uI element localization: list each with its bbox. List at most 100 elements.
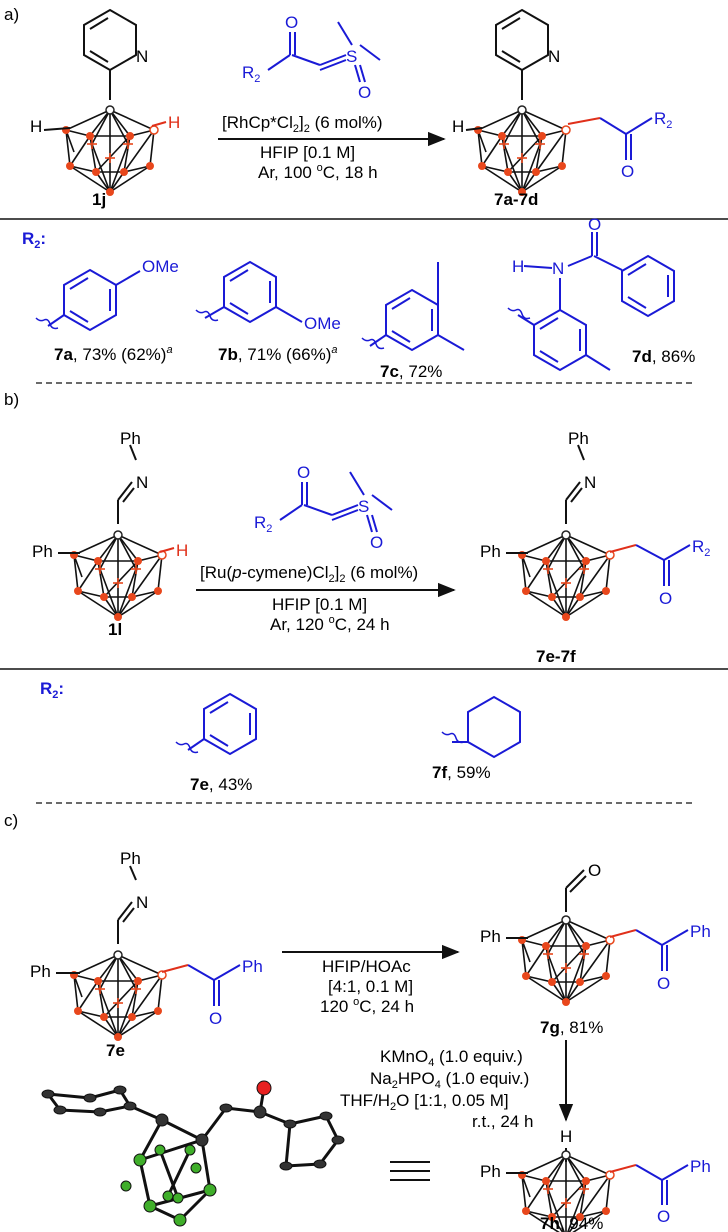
compound-1j-label: 1j	[92, 190, 106, 209]
panel-a: a) N H H 1j O S O R2 [RhCp*Cl2]2 (6 mol%…	[0, 5, 728, 384]
crystal-structure	[41, 1080, 345, 1227]
step2-line4: r.t., 24 h	[472, 1112, 533, 1131]
imine-n-1l: N	[136, 473, 148, 492]
compound-7e-c-label: 7e	[106, 1041, 125, 1060]
carborane-cage-7e	[518, 530, 615, 621]
carborane-cage-7h	[518, 1150, 615, 1232]
hfip-b: HFIP [0.1 M]	[272, 595, 367, 614]
ketone-chain-a	[567, 117, 653, 160]
imine-n-7e: N	[584, 473, 596, 492]
amide-h-7d: H	[512, 257, 524, 276]
ylide-s-label: S	[346, 47, 357, 66]
reactive-h-label: H	[168, 113, 180, 132]
ketone-chain-b	[609, 544, 691, 586]
ketone-chain-7h	[609, 1164, 689, 1205]
yield-7a: 7a, 73% (62%)a	[54, 344, 173, 364]
step2-line2: Na2HPO4 (1.0 equiv.)	[370, 1069, 529, 1091]
ome-7a: OMe	[142, 257, 179, 276]
carborane-cage-7g	[518, 915, 615, 1006]
step1-line1: HFIP/HOAc	[322, 957, 411, 976]
ylide-o-label: O	[285, 13, 298, 32]
aldehyde-o-7g: O	[588, 861, 601, 880]
step2-line1: KMnO4 (1.0 equiv.)	[380, 1047, 523, 1069]
carborane-cage-7e-start	[70, 950, 167, 1041]
ortep-oxygen	[256, 1080, 272, 1096]
ylide-s-b: S	[358, 497, 369, 516]
ph-1l: Ph	[32, 542, 53, 561]
yield-7g: 7g, 81%	[540, 1018, 603, 1037]
carborane-cage-1l	[70, 530, 167, 621]
compound-7e-7f-label: 7e-7f	[536, 647, 576, 666]
sulfoxonium-ylide-b	[279, 471, 393, 533]
compound-7a-7d-label: 7a-7d	[494, 190, 538, 209]
panel-c: c) N Ph Ph Ph O 7e HFIP/HOAc [4:1, 0.1 M…	[4, 811, 711, 1232]
product-r2-a: R2	[654, 109, 672, 131]
step1-line2: [4:1, 0.1 M]	[328, 977, 413, 996]
ylide-so-label: O	[358, 83, 371, 102]
aldehyde-7g	[565, 869, 587, 912]
panel-c-label: c)	[4, 811, 18, 830]
ome-7b: OMe	[304, 314, 341, 333]
imine-ph-1l: Ph	[120, 429, 141, 448]
substituent-7d	[507, 232, 675, 372]
sulfoxonium-ylide	[267, 21, 381, 83]
carborane-cage-7a	[474, 105, 571, 196]
panel-b-label: b)	[4, 390, 19, 409]
rh-catalyst: [RhCp*Cl2]2 (6 mol%)	[222, 113, 383, 135]
yield-7e: 7e, 43%	[190, 775, 252, 794]
pyridine-1j	[83, 8, 137, 100]
substituent-7f	[441, 695, 521, 759]
compound-1l-label: 1l	[108, 620, 122, 639]
ylide-so-b: O	[370, 533, 383, 552]
o-ketone-c1: O	[209, 1009, 222, 1028]
imine-ph-7e: Ph	[568, 429, 589, 448]
ru-catalyst: [Ru(p-cymene)Cl2]2 (6 mol%)	[200, 563, 418, 585]
ketone-chain-7g	[609, 929, 689, 971]
yield-7f: 7f, 59%	[432, 763, 491, 782]
ph-ketone-c1: Ph	[242, 957, 263, 976]
carborane-cage-1j	[62, 105, 159, 196]
h-7h: H	[560, 1127, 572, 1146]
yield-7c: 7c, 72%	[380, 362, 442, 381]
imine-1l	[117, 444, 137, 524]
ph-c-start: Ph	[30, 962, 51, 981]
ylide-o-b: O	[297, 463, 310, 482]
ph-ketone-7h: Ph	[690, 1157, 711, 1176]
imine-7e	[565, 444, 585, 524]
amide-n-7d: N	[552, 259, 564, 278]
yield-7d: 7d, 86%	[632, 347, 695, 366]
conditions-a: Ar, 100 oC, 18 h	[258, 162, 378, 182]
r2-header-b: R2:	[40, 679, 64, 701]
product-o-a: O	[621, 162, 634, 181]
o-ketone-7g: O	[657, 974, 670, 993]
product-o-b: O	[659, 589, 672, 608]
panel-b: b) N Ph Ph H 1l O S O R2 [Ru(p-cymene)Cl…	[0, 390, 728, 804]
ph-ketone-7g: Ph	[690, 922, 711, 941]
imine-n-c: N	[136, 893, 148, 912]
pyridine-n-label: N	[136, 47, 148, 66]
ylide-r2-b: R2	[254, 513, 272, 535]
step1-line3: 120 oC, 24 h	[320, 996, 414, 1016]
panel-a-label: a)	[4, 5, 19, 24]
o-ketone-7h: O	[657, 1207, 670, 1226]
imine-7e-start	[117, 865, 137, 944]
conditions-b: Ar, 120 oC, 24 h	[270, 614, 390, 634]
substituent-7b	[195, 260, 303, 324]
reactive-h-1l: H	[176, 541, 188, 560]
amide-o-7d: O	[588, 215, 601, 234]
equivalence-sign	[390, 1161, 430, 1181]
cage-h-label: H	[30, 117, 42, 136]
step2-line3: THF/H2O [1:1, 0.05 M]	[340, 1091, 509, 1113]
ph-7h: Ph	[480, 1162, 501, 1181]
ph-7e: Ph	[480, 542, 501, 561]
imine-ph-c: Ph	[120, 849, 141, 868]
pyridine-product	[495, 8, 549, 100]
substituent-7c	[361, 262, 465, 352]
r2-header-a: R2:	[22, 229, 46, 251]
product-pyridine-n: N	[548, 47, 560, 66]
hfip-a: HFIP [0.1 M]	[260, 143, 355, 162]
ylide-r2: R2	[242, 63, 260, 85]
yield-7b: 7b, 71% (66%)a	[218, 344, 338, 364]
substituent-7a	[35, 268, 141, 332]
